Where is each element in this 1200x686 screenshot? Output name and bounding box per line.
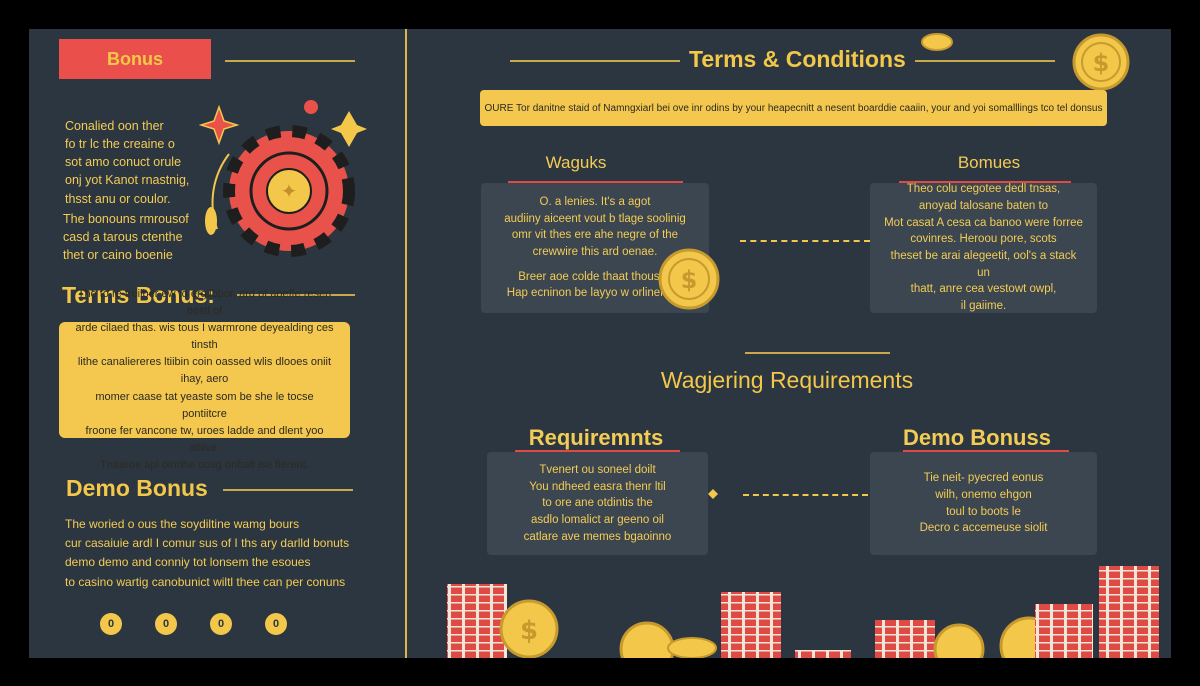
coin-icon [619, 621, 675, 658]
card-line: to ore ane otdintis the [542, 497, 653, 510]
sparkle-icon [199, 104, 240, 146]
card-title: Demo Bonuss [903, 425, 1051, 450]
card-underline [899, 181, 1071, 184]
card-underline [508, 181, 683, 184]
connector-dashes [743, 494, 868, 496]
bonus-line: thet or caino boenie [63, 248, 173, 263]
chip-stacks-illustration: $ [447, 566, 1159, 658]
demo-line: demo demo and conniy tot lonsem the esou… [65, 555, 311, 570]
card-line: Breer aoe colde thaat thouses [518, 270, 672, 283]
sparkle-icon [331, 111, 367, 147]
bonuses-card: Theo colu cegotee dedl tnsas, anoyad tal… [870, 183, 1097, 313]
infographic-canvas: Bonus Conalied oon ther fo tr lc the cre… [29, 29, 1171, 658]
svg-text:$: $ [1093, 49, 1110, 77]
bonus-line: The bonouns rmrousof [63, 212, 189, 226]
demo-rule [223, 489, 353, 491]
card-line: il gaiime. [960, 300, 1007, 313]
card-line: Mot casat A cesa ca banoo were forree [884, 216, 1083, 229]
demo-line: to casino wartig canobunict wiltl thee c… [65, 574, 346, 589]
chip-stack-icon [721, 592, 781, 658]
terms-line: lithe canaliereres ltiibin coin oassed w… [77, 356, 332, 386]
terms-bonus-heading: Terms Bonus: [62, 282, 215, 308]
card-title: Requiremnts [528, 425, 664, 450]
card-line: Tie neit- pyecred eonus [923, 472, 1044, 485]
page-dot[interactable]: 0 [100, 613, 122, 635]
terms-line: The to re freilber ew to ergiibbor, ard … [77, 288, 332, 318]
card-line: wilh, onemo ehgon [935, 488, 1032, 501]
terms-bonus-box: The to re freilber ew to ergiibbor, ard … [59, 288, 350, 471]
dollar-coin-icon: $ [1072, 33, 1130, 91]
bonus-line: casd a tarous ctenthe [63, 230, 183, 245]
ball-icon [304, 100, 318, 114]
card-line: toul to boots le [946, 505, 1021, 518]
card-line: Decro c accemeuse siolit [919, 522, 1048, 535]
svg-text:✦: ✦ [281, 179, 298, 203]
card-line: thatt, anre cea vestowt owpl, [910, 283, 1057, 296]
card-title: Bomues [957, 153, 1021, 172]
page-dot[interactable]: 0 [265, 613, 287, 635]
demo-bonus-heading: Demo Bonus [66, 475, 208, 501]
page-dot[interactable]: 0 [210, 613, 232, 635]
chip-stack-icon [1035, 604, 1093, 658]
column-divider [405, 29, 407, 658]
dollar-coin-icon: $ [658, 248, 720, 310]
demo-line: The woried o ous the soydiltine wamg bou… [65, 517, 300, 531]
coin-icon [667, 637, 717, 658]
requirements-card: Tvenert ou soneel doilt You ndheed easra… [487, 452, 708, 555]
intro-line: sot amo conuct orule [65, 155, 182, 170]
terms-line: momer caase tat yeaste som be she le toc… [95, 390, 314, 420]
terms-rule [237, 294, 355, 296]
chip-stack-icon [875, 620, 935, 658]
card-line: audiiny aiceent vout b tlage soolinig [504, 212, 686, 225]
card-title: Waguks [545, 153, 607, 172]
svg-text:$: $ [520, 616, 538, 646]
card-underline [515, 450, 680, 453]
connector-diamond-icon [708, 489, 718, 499]
card-line: asdlo lomalict ar geeno oil [531, 513, 664, 526]
card-line: crewwire this ard oenae. [532, 246, 658, 258]
terms-line: arde cilaed thas. wis tous I warmrone de… [75, 322, 334, 352]
wagering-heading: Wagjering Requirements [660, 367, 914, 393]
card-line: catlare ave memes bgaoinno [523, 530, 672, 543]
card-line: Theo colu cegotee dedl tnsas, [906, 183, 1061, 196]
card-line: O. a lenies. It's a agot [539, 195, 651, 208]
title-rule-right [915, 60, 1055, 62]
title-rule-left [510, 60, 680, 62]
terms-conditions-title: Terms & Conditions [689, 46, 906, 72]
card-line: omr vit thes ere ahe negre of the [511, 229, 679, 242]
chip-stack-icon [1099, 566, 1159, 658]
bonus-tag: Bonus [59, 39, 211, 79]
demo-line: cur casaiuie ardl I comur sus of I ths a… [65, 536, 350, 551]
card-line: You ndheed easra thenr ltil [529, 480, 666, 493]
coin-icon [933, 623, 985, 658]
page-dot[interactable]: 0 [155, 613, 177, 635]
coin-icon [205, 207, 217, 235]
intro-line: Conalied oon ther [65, 119, 164, 133]
terms-line: froone fer vancone tw, uroes ladde and d… [85, 424, 324, 454]
card-line: theset be arai alegeetit, ool's a stack … [890, 250, 1077, 279]
chip-stack-icon [795, 650, 851, 658]
intro-line: onj yot Kanot rnastnig, [65, 173, 190, 188]
chip-stack-icon [447, 584, 507, 658]
card-line: Tvenert ou soneel doilt [539, 463, 656, 476]
terms-banner: OURE Tor danitne staid of Namngxiarl bei… [480, 90, 1107, 126]
intro-line: fo tr lc the creaine o [65, 137, 175, 152]
card-line: anoyad talosane baten to [918, 199, 1049, 212]
connector-dashes [740, 240, 870, 242]
intro-text: Conalied oon ther fo tr lc the creaine o… [65, 117, 195, 208]
card-line: Hap ecninon be layyo w orliner the [506, 287, 684, 300]
coin-icon [921, 33, 953, 51]
dollar-coin-icon [499, 599, 559, 658]
tag-rule [225, 60, 355, 62]
card-line: covinres. Heroou pore, scots [910, 233, 1057, 246]
card-underline [903, 450, 1069, 453]
demo-text: The woried o ous the soydiltine wamg bou… [65, 515, 385, 592]
svg-text:$: $ [681, 266, 698, 294]
bonus-text: The bonouns rmrousof casd a tarous ctent… [63, 210, 203, 264]
intro-line: thsst anu or coulor. [65, 191, 171, 206]
demo-bonus-card: Tie neit- pyecred eonus wilh, onemo ehgo… [870, 452, 1097, 555]
section-rule [745, 352, 890, 354]
casino-chip-illustration: ✦ [199, 100, 367, 257]
terms-line: Tnaaroe apl oinrihe oosg onbalt ise fier… [100, 458, 309, 471]
